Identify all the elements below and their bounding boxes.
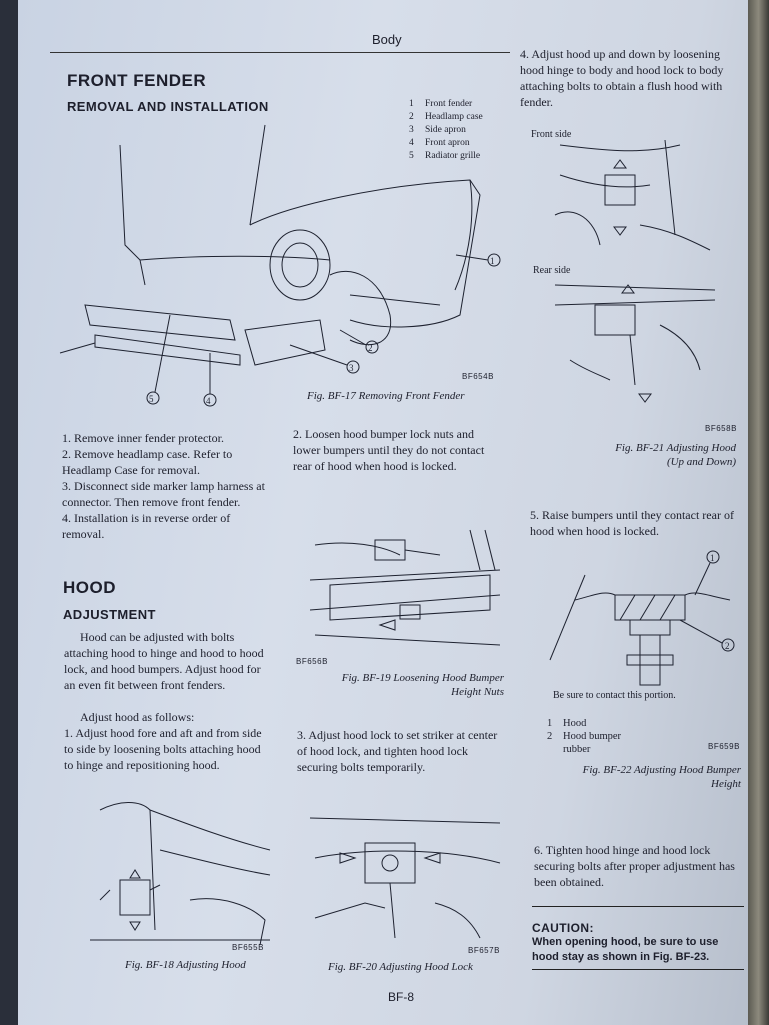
fig-caption-bf18: Fig. BF-18 Adjusting Hood: [125, 959, 246, 971]
fig-caption-bf20: Fig. BF-20 Adjusting Hood Lock: [328, 961, 473, 973]
step-text: 2. Remove headlamp case. Refer to Headla…: [62, 447, 233, 477]
fig-caption-bf21: Fig. BF-21 Adjusting Hood (Up and Down): [615, 442, 736, 468]
subtitle-adjustment: ADJUSTMENT: [63, 607, 156, 622]
running-header: Body: [372, 32, 402, 47]
hood-step-5: 5. Raise bumpers until they contact rear…: [530, 508, 734, 538]
fig-caption-bf22: Fig. BF-22 Adjusting Hood Bumper Height: [582, 764, 741, 790]
fig-caption-bf17: Fig. BF-17 Removing Front Fender: [307, 390, 465, 402]
hood-step-3: 3. Adjust hood lock to set striker at ce…: [297, 728, 498, 774]
step-2-text: 2. Loosen hood bumper lock nuts and lowe…: [293, 427, 485, 473]
hood-step-1: 1. Adjust hood fore and aft and from sid…: [64, 726, 262, 772]
page-number: BF-8: [388, 990, 415, 1004]
svg-text:1: 1: [710, 553, 715, 563]
front-side-hinge-illustration: [554, 139, 711, 251]
hood-hinge-illustration: [90, 802, 271, 946]
svg-text:2: 2: [368, 343, 373, 353]
svg-text:1: 1: [490, 256, 495, 266]
fig-code-bf20: BF657B: [468, 946, 500, 955]
fig-code-bf21: BF658B: [705, 424, 737, 433]
hood-step-4: 4. Adjust hood up and down by loosening …: [520, 47, 724, 109]
fender-steps: 1. Remove inner fender protector. 2. Rem…: [62, 430, 267, 542]
header-rule: [50, 52, 510, 53]
fig-code-bf22: BF659B: [708, 742, 740, 751]
hood-step-6: 6. Tighten hood hinge and hood lock secu…: [534, 843, 735, 889]
section-title-front-fender: FRONT FENDER: [67, 71, 207, 90]
hood-intro-2: Adjust hood as follows:: [80, 710, 195, 724]
caution-text: When opening hood, be sure to use hood s…: [532, 936, 719, 963]
fig-caption-bf19: Fig. BF-19 Loosening Hood Bumper Height …: [341, 672, 504, 698]
manual-page: [18, 0, 748, 1025]
fig-code-bf19: BF656B: [296, 657, 328, 666]
step-text: 4. Installation is in reverse order of r…: [62, 511, 231, 541]
caution-title: CAUTION:: [532, 921, 594, 935]
rear-side-hinge-illustration: [554, 284, 716, 403]
step-text: 1. Remove inner fender protector.: [62, 431, 224, 445]
svg-text:3: 3: [349, 363, 354, 373]
page-edge: [748, 0, 769, 1025]
legend-item: rubber: [563, 744, 591, 755]
svg-text:4: 4: [206, 396, 211, 406]
hood-lock-illustration: [309, 817, 501, 939]
bumper-contact-note: Be sure to contact this portion.: [553, 690, 676, 701]
fig-code-bf18: BF655B: [232, 943, 264, 952]
label-rear-side: Rear side: [533, 265, 571, 276]
label-front-side: Front side: [531, 129, 572, 140]
hood-bumper-height-illustration: 1 2: [549, 550, 735, 686]
subtitle-removal-installation: REMOVAL AND INSTALLATION: [67, 99, 269, 114]
fig-code-bf17: BF654B: [462, 372, 494, 381]
step-text: 3. Disconnect side marker lamp harness a…: [62, 479, 265, 509]
caution-box: CAUTION: When opening hood, be sure to u…: [532, 906, 744, 970]
section-title-hood: HOOD: [63, 578, 116, 597]
hood-bumper-illustration: [310, 529, 500, 646]
hood-intro: Hood can be adjusted with bolts attachin…: [64, 630, 264, 692]
svg-text:5: 5: [149, 394, 154, 404]
svg-text:2: 2: [725, 641, 730, 651]
front-fender-illustration: 1 2 3 4 5: [59, 124, 501, 407]
